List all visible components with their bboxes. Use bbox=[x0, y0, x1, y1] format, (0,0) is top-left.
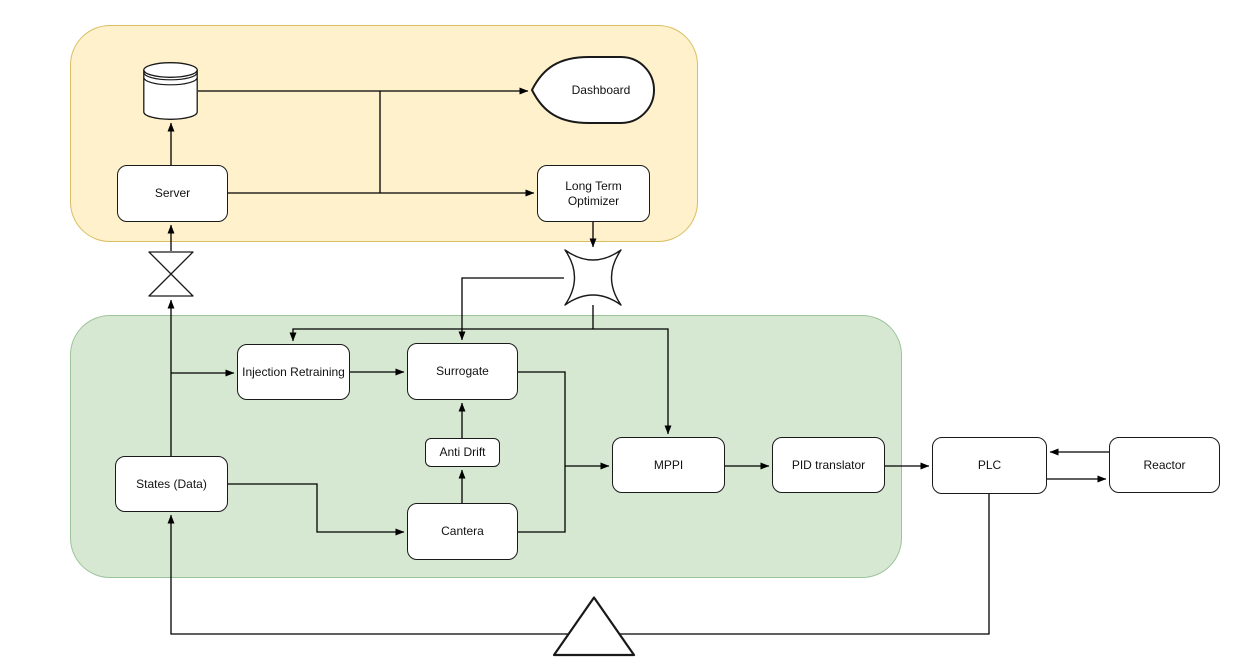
cantera-label: Cantera bbox=[441, 524, 484, 539]
pid-translator-label: PID translator bbox=[791, 457, 866, 472]
edge-star-to-mppi bbox=[593, 328, 672, 435]
mppi-label: MPPI bbox=[653, 457, 684, 472]
edge-surrogate-cantera-merge bbox=[518, 371, 566, 533]
database-cylinder-icon bbox=[143, 62, 198, 120]
pid-translator-node: PID translator bbox=[772, 437, 885, 493]
dashboard-label: Dashboard bbox=[571, 83, 631, 97]
states-data-label: States (Data) bbox=[136, 476, 207, 491]
surrogate-node: Surrogate bbox=[407, 343, 518, 400]
mppi-node: MPPI bbox=[612, 437, 725, 493]
states-data-node: States (Data) bbox=[115, 456, 228, 512]
anti-drift-node: Anti Drift bbox=[425, 438, 500, 467]
long-term-optimizer-node: Long Term Optimizer bbox=[537, 165, 650, 222]
distribution-star-shape bbox=[564, 249, 622, 306]
edge-star-to-injection bbox=[289, 305, 594, 342]
long-term-optimizer-label: Long Term Optimizer bbox=[565, 179, 622, 208]
server-node: Server bbox=[117, 165, 228, 222]
cantera-node: Cantera bbox=[407, 503, 518, 560]
edge-states-to-cantera bbox=[228, 483, 405, 536]
server-label: Server bbox=[154, 186, 191, 201]
reactor-node: Reactor bbox=[1109, 437, 1220, 493]
surrogate-label: Surrogate bbox=[436, 364, 489, 379]
reactor-label: Reactor bbox=[1143, 457, 1186, 472]
injection-retraining-label: Injection Retraining bbox=[242, 364, 345, 379]
valve-crossover-shape bbox=[148, 251, 194, 297]
dashboard-node: Dashboard bbox=[531, 57, 657, 123]
dashboard-display-shape bbox=[531, 56, 655, 124]
edge-star-to-surrogate bbox=[458, 277, 564, 341]
anti-drift-label: Anti Drift bbox=[439, 445, 486, 460]
delay-triangle-shape bbox=[552, 596, 636, 657]
plc-label: PLC bbox=[977, 458, 1002, 473]
injection-retraining-node: Injection Retraining bbox=[237, 344, 350, 400]
plc-node: PLC bbox=[932, 437, 1047, 494]
